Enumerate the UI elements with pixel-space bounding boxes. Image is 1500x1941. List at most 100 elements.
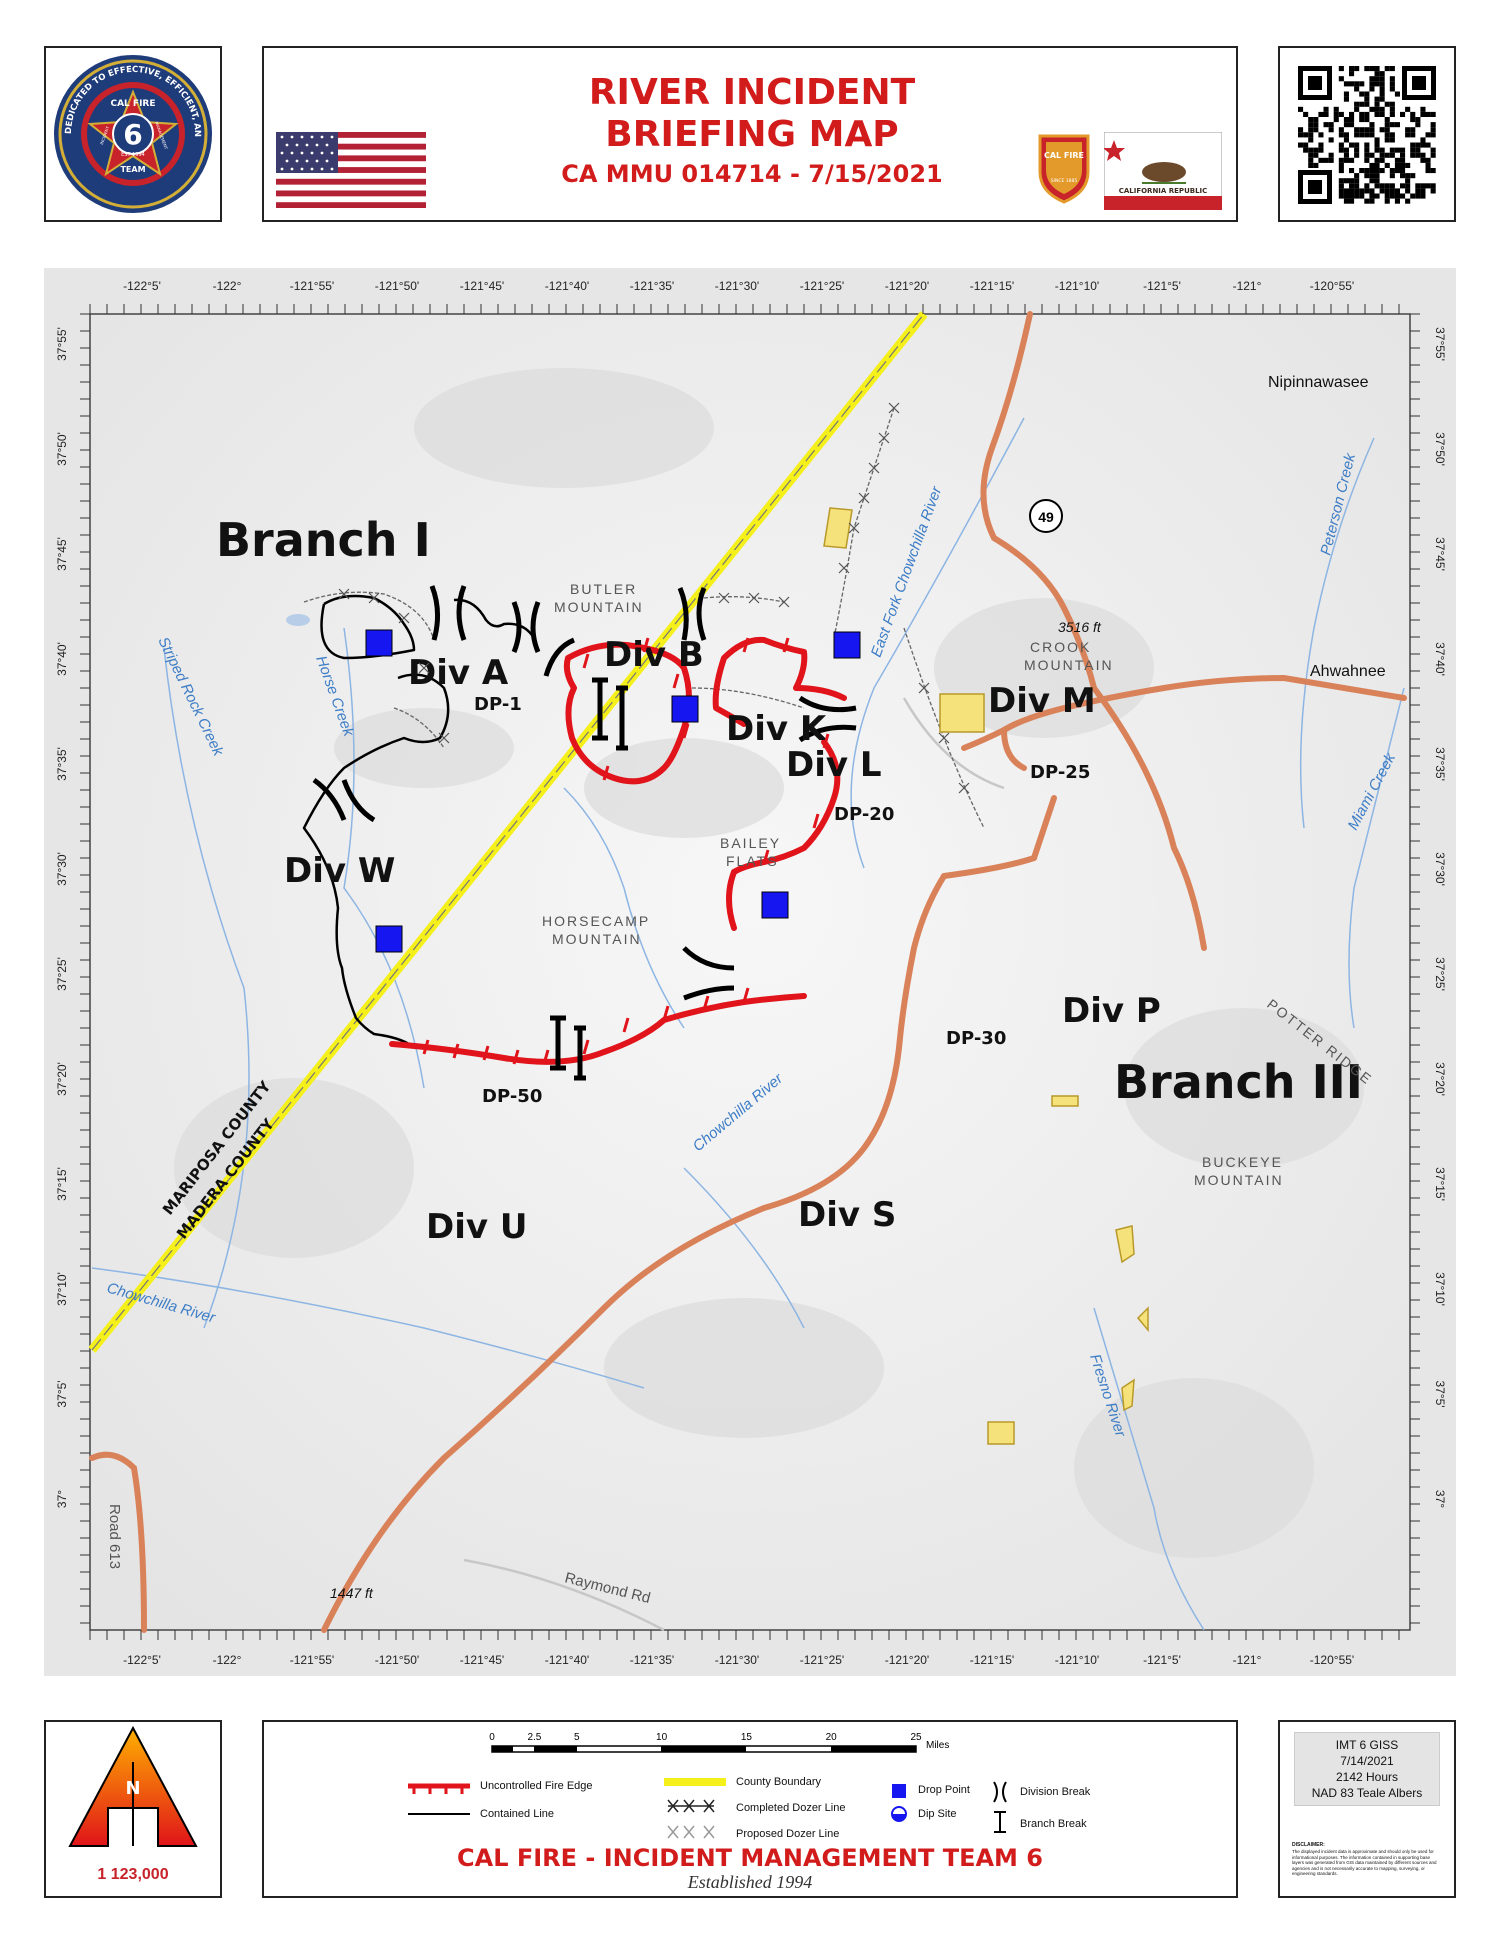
top-tick-label: -121°35' (630, 279, 674, 293)
ca-flag-text: CALIFORNIA REPUBLIC (1119, 187, 1208, 195)
div-w-label: Div W (284, 851, 395, 891)
seal-bottom-text: TEAM (120, 165, 145, 174)
calfire-badge-since: SINCE 1885 (1051, 178, 1078, 184)
qr-code-box (1278, 46, 1456, 222)
legend-drop-point-label: Drop Point (918, 1784, 970, 1796)
bottom-tick-label: -121°35' (630, 1653, 674, 1667)
dp50-label: DP-50 (482, 1086, 542, 1107)
legend-contained-label: Contained Line (480, 1808, 555, 1820)
legend-completed-dozer-symbol (667, 1799, 715, 1813)
butler-label-2: MOUNTAIN (554, 599, 644, 615)
div-p-label: Div P (1062, 991, 1161, 1031)
fire-edge-hatches (422, 637, 830, 1065)
left-tick-label: 37°5' (55, 1380, 69, 1407)
briefing-map[interactable]: 49 -122°5'-122°-121°55'-121°50'-121°45'-… (44, 268, 1456, 1676)
drop-point-dp30[interactable] (761, 891, 789, 919)
bottom-tick-label: -121°55' (290, 1653, 334, 1667)
div-u-label: Div U (426, 1207, 528, 1247)
established-text: Established 1994 (687, 1872, 813, 1892)
seal-top-text: CAL FIRE (110, 99, 155, 109)
drop-point-dp1[interactable] (365, 629, 393, 657)
horsecamp-label-2: MOUNTAIN (552, 931, 642, 947)
right-tick-label: 37°35' (1433, 747, 1447, 781)
bottom-tick-label: -121°30' (715, 1653, 759, 1667)
drop-point-dp25[interactable] (833, 631, 861, 659)
drop-points[interactable] (365, 629, 861, 953)
right-tick-label: 37°25' (1433, 957, 1447, 991)
highways (89, 311, 1407, 1633)
left-tick-labels: 37°55'37°50'37°45'37°40'37°35'37°30'37°2… (55, 327, 69, 1508)
drop-point-dp50[interactable] (375, 925, 403, 953)
legend-uncontrolled-label: Uncontrolled Fire Edge (480, 1780, 593, 1792)
horsecamp-label-1: HORSECAMP (542, 913, 650, 929)
left-tick-label: 37°55' (55, 327, 69, 361)
disclaimer-text: The displayed incident data is approxima… (1292, 1849, 1437, 1876)
info-line2: 7/14/2021 (1340, 1754, 1394, 1768)
info-box: IMT 6 GISS 7/14/2021 2142 Hours NAD 83 T… (1278, 1720, 1456, 1898)
div-a-label: Div A (408, 653, 509, 693)
bottom-tick-label: -120°55' (1310, 1653, 1354, 1667)
dp30-label: DP-30 (946, 1028, 1006, 1049)
branch-breaks (550, 677, 628, 1081)
legend-dip-site-symbol (891, 1806, 907, 1822)
title-box: RIVER INCIDENT BRIEFING MAP CA MMU 01471… (262, 46, 1238, 222)
top-tick-label: -121°40' (545, 279, 589, 293)
seal-inc-text: INCIDENT (99, 125, 110, 145)
right-tick-label: 37° (1433, 1490, 1447, 1508)
drop-point-dp20[interactable] (671, 695, 699, 723)
seal-number: 6 (123, 118, 142, 151)
scale-tick-label: 20 (826, 1732, 838, 1743)
top-tick-label: -121°20' (885, 279, 929, 293)
right-tick-label: 37°40' (1433, 642, 1447, 676)
title-line2: BRIEFING MAP (605, 114, 899, 155)
division-breaks (312, 585, 857, 1001)
top-tick-label: -121°55' (290, 279, 334, 293)
scale-tick-label: 2.5 (527, 1732, 541, 1743)
scale-tick-label: 0 (489, 1732, 495, 1743)
bottom-tick-label: -121°5' (1143, 1653, 1181, 1667)
top-tick-label: -121°15' (970, 279, 1014, 293)
left-tick-label: 37°50' (55, 432, 69, 466)
info-line3: 2142 Hours (1335, 1770, 1399, 1784)
legend-drop-point-symbol (892, 1784, 906, 1798)
scale-tick-label: 10 (656, 1732, 668, 1743)
buckeye-label-2: MOUNTAIN (1194, 1172, 1284, 1188)
elevation-1447-label: 1447 ft (330, 1585, 374, 1601)
scale-tick-label: 25 (910, 1732, 922, 1743)
right-tick-label: 37°20' (1433, 1062, 1447, 1096)
bottom-tick-label: -121°15' (970, 1653, 1014, 1667)
left-tick-label: 37°30' (55, 852, 69, 886)
bottom-tick-label: -121°20' (885, 1653, 929, 1667)
ahwahnee-label: Ahwahnee (1310, 663, 1386, 680)
legend-county-label: County Boundary (736, 1776, 821, 1788)
north-arrow-icon: N (68, 1725, 198, 1847)
imt6-seal-icon: 6 CAL FIRE TEAM INCIDENT MANAGEMENT EST … (42, 41, 212, 213)
left-tick-label: 37° (55, 1490, 69, 1508)
legend-division-break-symbol (993, 1781, 1007, 1803)
california-flag-icon: CALIFORNIA REPUBLIC (1104, 132, 1222, 210)
legend-proposed-dozer-label: Proposed Dozer Line (736, 1828, 840, 1840)
parcels (823, 507, 1149, 1445)
legend-completed-dozer-label: Completed Dozer Line (736, 1802, 846, 1814)
info-line4: NAD 83 Teale Albers (1311, 1786, 1423, 1800)
div-l-label: Div L (786, 745, 882, 785)
right-tick-label: 37°10' (1433, 1272, 1447, 1306)
crook-label-1: CROOK (1030, 639, 1091, 655)
bottom-tick-label: -121°45' (460, 1653, 504, 1667)
left-tick-label: 37°45' (55, 537, 69, 571)
left-tick-label: 37°15' (55, 1167, 69, 1201)
right-tick-label: 37°50' (1433, 432, 1447, 466)
north-arrow-box: N 1 123,000 (44, 1720, 222, 1898)
right-tick-label: 37°30' (1433, 852, 1447, 886)
county-boundary-centerline (91, 313, 925, 1351)
bottom-tick-label: -122°5' (123, 1653, 161, 1667)
top-tick-label: -122°5' (123, 279, 161, 293)
info-panel: IMT 6 GISS 7/14/2021 2142 Hours NAD 83 T… (1294, 1732, 1440, 1806)
top-tick-label: -122° (213, 279, 242, 293)
highway-49-shield-icon (1029, 499, 1063, 533)
qr-code-icon (1296, 64, 1438, 206)
top-tick-label: -120°55' (1310, 279, 1354, 293)
dp1-label: DP-1 (474, 694, 522, 715)
terrain-shading (174, 368, 1364, 1558)
pond (286, 614, 310, 626)
